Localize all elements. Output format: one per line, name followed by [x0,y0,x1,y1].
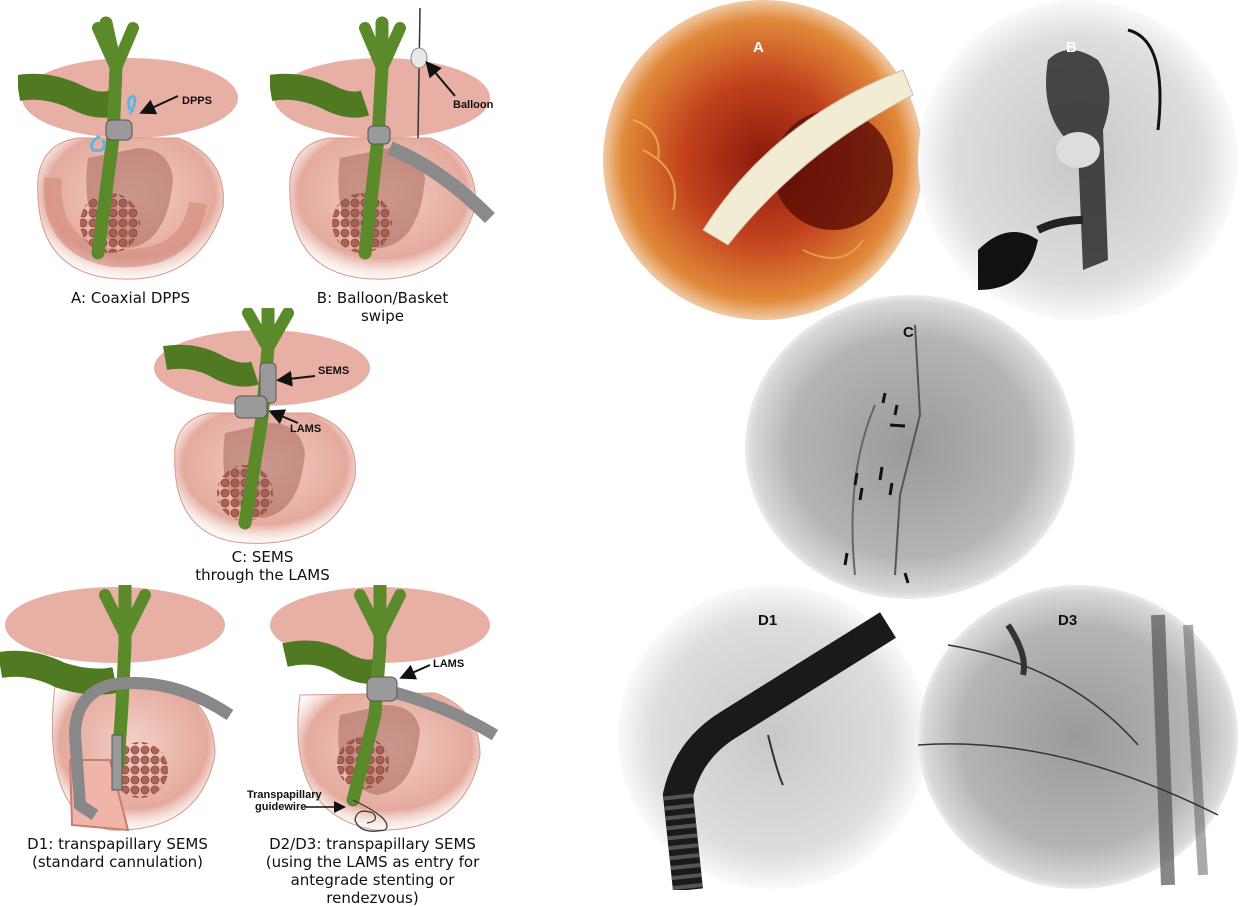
image-a-label: A [753,39,764,56]
caption-d23: D2/D3: transpapillary SEMS (using the LA… [245,835,500,907]
illustration-c: SEMS LAMS [150,308,375,548]
illustration-b: Balloon [270,8,495,288]
balloon-callout: Balloon [453,99,494,111]
image-a: A [603,0,923,320]
caption-d1: D1: transpapillary SEMS (standard cannul… [0,835,235,871]
illustration-a-drawing: DPPS [18,8,243,288]
image-b: B [918,0,1238,320]
image-d1: D1 [618,585,928,890]
illustration-d1-drawing [0,585,235,835]
guidewire-callout: guidewire [255,801,306,813]
caption-a: A: Coaxial DPPS [18,289,243,307]
fluoroscopy-image-d3: D3 [918,585,1238,890]
image-d1-label: D1 [758,612,777,629]
transpapillary-callout: Transpapillary [247,789,322,801]
illustration-d23: LAMS Transpapillary guidewire [245,585,500,835]
image-c-label: C [903,324,914,341]
illustration-b-drawing: Balloon [270,8,495,288]
lams-callout-d: LAMS [433,658,464,670]
illustration-a: DPPS [18,8,243,288]
image-c: C [745,295,1075,600]
image-b-label: B [1066,39,1077,56]
image-d3-label: D3 [1058,612,1077,629]
illustration-c-drawing: SEMS LAMS [150,308,375,548]
fluoroscopy-image-c: C [745,295,1075,600]
image-d3: D3 [918,585,1238,890]
illustration-d23-drawing: LAMS Transpapillary guidewire [245,585,500,835]
fluoroscopy-image-b: B [918,0,1238,320]
caption-c: C: SEMS through the LAMS [150,548,375,584]
dpps-callout: DPPS [182,95,212,107]
illustration-d1 [0,585,235,835]
endoscopic-image-a: A [603,0,923,320]
fluoroscopy-image-d1: D1 [618,585,928,890]
sems-callout: SEMS [318,365,349,377]
lams-callout-c: LAMS [290,423,321,435]
